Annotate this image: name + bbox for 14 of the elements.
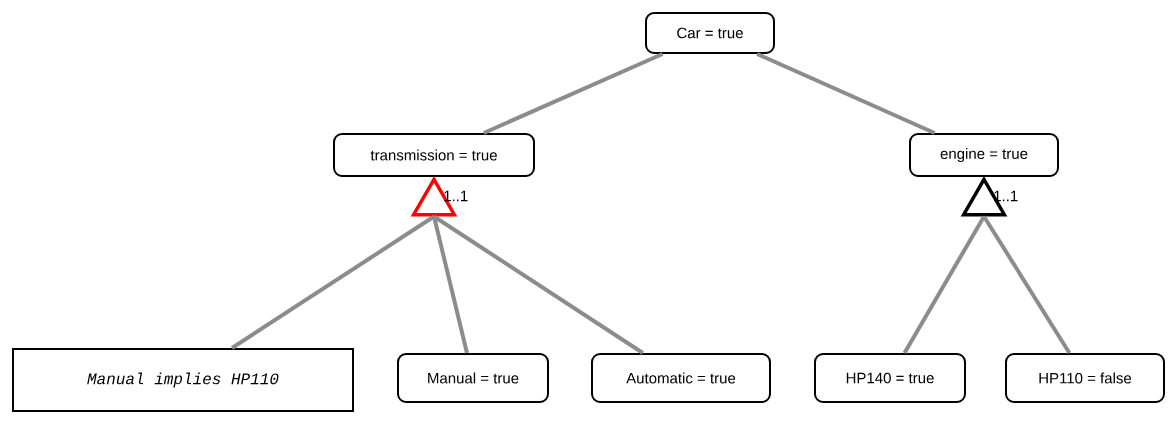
feature-box: HP140 = true [814,353,966,403]
connector-line [432,214,644,355]
connector-line [756,52,936,135]
constraint-box: Manual implies HP110 [12,348,354,412]
feature-box: HP110 = false [1005,353,1165,403]
feature-box: Car = true [645,12,775,54]
connector-line [482,52,664,135]
connector-line [230,214,436,350]
connector-line [902,215,986,354]
cardinality-label: 1..1 [444,190,468,202]
connector-line [982,215,1072,355]
feature-box: Manual = true [397,353,549,403]
feature-box: Automatic = true [591,353,771,403]
connector-line [432,216,469,354]
